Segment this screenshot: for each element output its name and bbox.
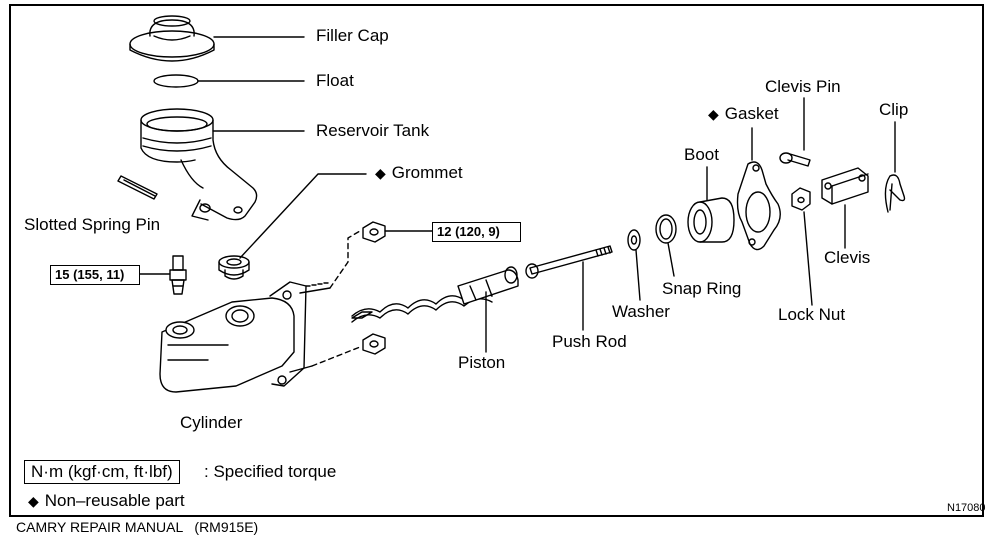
legend-specified-torque: : Specified torque [204, 462, 337, 481]
label-filler-cap: Filler Cap [316, 26, 389, 45]
label-piston: Piston [458, 353, 506, 372]
label-grommet: ◆ Grommet [375, 163, 463, 183]
upper-nut-part [362, 221, 386, 243]
cylinder-part [159, 281, 331, 393]
gasket-part [736, 161, 781, 251]
label-boot: Boot [684, 145, 719, 164]
label-cylinder: Cylinder [180, 413, 243, 432]
lock-nut-part [791, 187, 811, 211]
label-clevis-pin: Clevis Pin [765, 77, 841, 96]
washer-part [627, 229, 641, 251]
label-grommet-text: Grommet [391, 163, 463, 182]
label-slotted-spring-pin: Slotted Spring Pin [24, 215, 161, 234]
legend-non-reusable: ◆ Non–reusable part [28, 491, 185, 511]
label-float: Float [316, 71, 354, 90]
slotted-spring-pin-part [117, 175, 158, 200]
clip-part [884, 174, 906, 213]
label-lock-nut: Lock Nut [778, 305, 846, 324]
push-rod-part [525, 245, 613, 279]
non-reusable-diamond-icon: ◆ [375, 165, 386, 181]
label-washer: Washer [612, 302, 670, 321]
filler-cap-part [129, 15, 215, 62]
figure-id: N17080 [947, 502, 986, 514]
manual-footer: CAMRY REPAIR MANUAL (RM915E) [16, 519, 259, 535]
union-fitting-part [169, 255, 187, 295]
label-gasket: ◆ Gasket [708, 104, 779, 124]
snap-ring-part [655, 214, 677, 244]
clevis-pin-part [779, 152, 811, 167]
grommet-part [218, 255, 250, 280]
non-reusable-diamond-icon: ◆ [28, 493, 39, 509]
non-reusable-diamond-icon: ◆ [708, 106, 719, 122]
boot-part [687, 197, 735, 243]
diagram-frame [9, 4, 984, 517]
lower-nut-part [362, 333, 386, 355]
label-clevis: Clevis [824, 248, 871, 267]
float-part [153, 74, 199, 88]
piston-part [351, 266, 519, 323]
label-snap-ring: Snap Ring [662, 279, 742, 298]
clevis-part [821, 167, 869, 205]
torque-union-bolt: 15 (155, 11) [50, 265, 140, 285]
label-reservoir-tank: Reservoir Tank [316, 121, 430, 140]
legend-unit-box: N·m (kgf·cm, ft·lbf) [24, 460, 180, 484]
legend-non-reusable-text: Non–reusable part [44, 491, 185, 510]
reservoir-tank-part [140, 108, 258, 221]
label-gasket-text: Gasket [724, 104, 779, 123]
torque-cylinder-nut: 12 (120, 9) [432, 222, 521, 242]
label-push-rod: Push Rod [552, 332, 627, 351]
label-clip: Clip [879, 100, 909, 119]
